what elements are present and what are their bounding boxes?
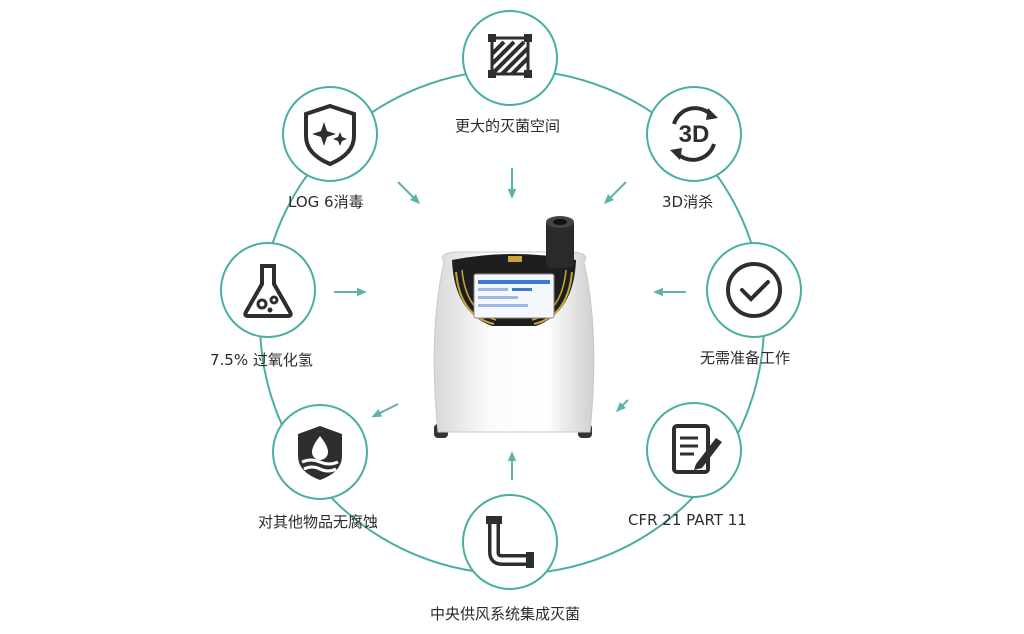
icon-circle-3d: 3D [646,86,742,182]
arrows-group [334,168,686,480]
arrow-head-1 [603,194,614,205]
arrow-head-5 [371,409,383,418]
icon-circle-h2o2 [220,242,316,338]
arrow-head-3 [615,402,626,413]
arrow-head-4 [507,451,517,461]
icon-circle-larger-space [462,10,558,106]
label-cfr: CFR 21 PART 11 [628,511,747,529]
label-log6: LOG 6消毒 [288,193,364,211]
arrow-head-6 [357,287,367,297]
water-drop-shield-icon [298,426,342,480]
sparkle-shield-icon [304,103,356,167]
icon-circle-no-prep [706,242,802,338]
3d-rotate-icon: 3D [670,106,718,162]
sterilizer-machine-icon [433,216,595,438]
label-no-prep: 无需准备工作 [700,349,791,367]
label-central-air: 中央供风系统集成灭菌 [430,605,581,623]
label-non-corrosive: 对其他物品无腐蚀 [258,513,379,531]
label-h2o2: 7.5% 过氧化氢 [210,351,313,369]
document-sign-icon [672,424,722,474]
arrow-head-2 [653,287,663,297]
icon-circle-non-corrosive [272,404,368,500]
icon-circle-log6 [282,86,378,182]
arrow-head-7 [410,194,421,205]
icon-circle-central-air [462,494,558,590]
flask-icon [243,264,293,318]
icon-circle-cfr [646,402,742,498]
check-circle-icon [726,262,782,318]
arrow-head-0 [507,189,517,199]
label-3d: 3D消杀 [662,193,714,211]
pipe-elbow-icon [486,516,534,568]
hatched-square-icon [488,34,532,78]
label-larger-space: 更大的灭菌空间 [455,117,561,135]
svg-text:3D: 3D [679,121,710,148]
